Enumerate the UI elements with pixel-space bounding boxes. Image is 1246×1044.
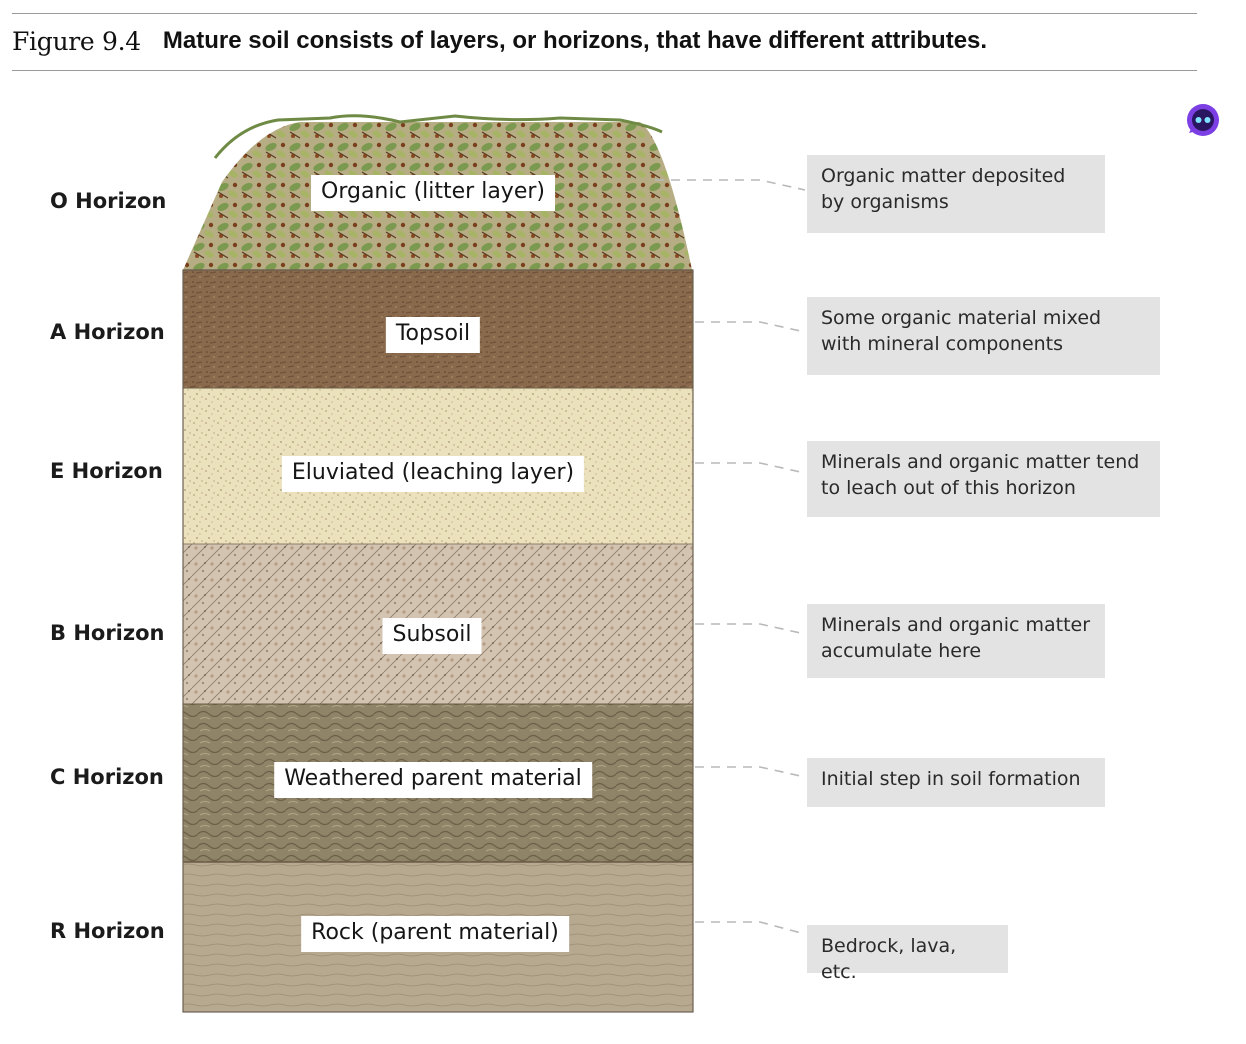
description-a: Some organic material mixed with mineral… xyxy=(807,297,1160,375)
layer-label-a: Topsoil xyxy=(385,317,481,353)
bottom-rule xyxy=(12,70,1197,71)
leader-line-a xyxy=(695,321,806,333)
leader-line-b xyxy=(695,623,806,635)
horizon-name-b: B Horizon xyxy=(50,621,165,645)
leader-line-r xyxy=(695,921,806,935)
layer-label-r: Rock (parent material) xyxy=(301,916,569,952)
horizon-name-o: O Horizon xyxy=(50,189,167,213)
figure-header: Figure 9.4 Mature soil consists of layer… xyxy=(12,24,987,58)
leader-line-o xyxy=(655,179,806,191)
layer-label-c: Weathered parent material xyxy=(274,762,592,798)
horizon-name-c: C Horizon xyxy=(50,765,164,789)
layer-label-b: Subsoil xyxy=(382,618,482,654)
top-rule xyxy=(12,13,1197,14)
figure-number: Figure 9.4 xyxy=(12,26,141,56)
horizon-name-r: R Horizon xyxy=(50,919,165,943)
layer-label-e: Eluviated (leaching layer) xyxy=(281,456,585,492)
description-b: Minerals and organic matter accumulate h… xyxy=(807,604,1105,678)
horizon-name-a: A Horizon xyxy=(50,320,165,344)
description-e: Minerals and organic matter tend to leac… xyxy=(807,441,1160,517)
assistant-bubble-icon[interactable] xyxy=(1185,103,1221,139)
leader-line-c xyxy=(695,766,806,778)
description-o: Organic matter deposited by organisms xyxy=(807,155,1105,233)
leader-line-e xyxy=(695,462,806,474)
figure-title: Mature soil consists of layers, or horiz… xyxy=(162,27,988,54)
description-r: Bedrock, lava, etc. xyxy=(807,925,1008,983)
layer-label-o: Organic (litter layer) xyxy=(311,175,555,211)
horizon-name-e: E Horizon xyxy=(50,459,163,483)
description-c: Initial step in soil formation xyxy=(807,758,1105,807)
